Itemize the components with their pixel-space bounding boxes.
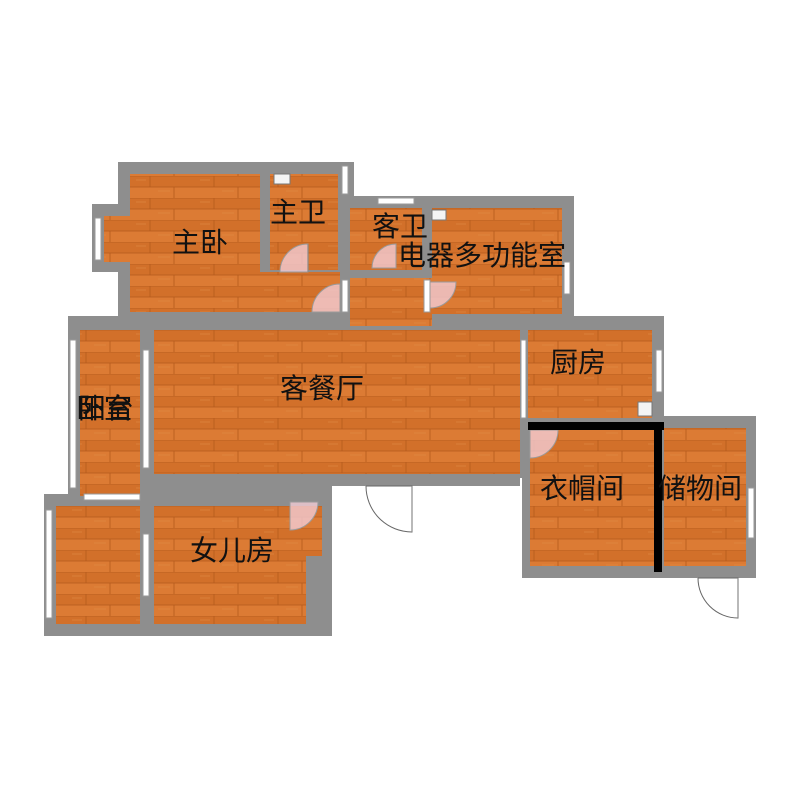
floor-daughter-room [154, 506, 306, 624]
label-cloakroom: 衣帽间 [540, 472, 624, 505]
label-appliance-room: 电器多功能室 [398, 239, 566, 272]
door-cloakroom [529, 429, 559, 459]
doors [279, 243, 739, 619]
room-labels: 主卧 主卫 客卫 电器多功能室 客餐厅 厨房 卧室 阳台 女儿房 衣帽间 储物间 [76, 196, 742, 567]
door-master-bedroom [311, 283, 341, 313]
window-balcony [45, 509, 53, 619]
window-bedroom-left [69, 339, 77, 489]
window-left-bottom [83, 493, 141, 501]
label-daughter-room: 女儿房 [190, 534, 274, 567]
entrance-wall [320, 474, 520, 486]
window-storage [747, 487, 755, 539]
floor-appliance-room [432, 208, 562, 314]
floor-storage [664, 428, 746, 566]
door-daughter [289, 501, 319, 531]
door-appliance [429, 281, 457, 309]
label-master-bath: 主卫 [270, 196, 326, 229]
window-appliance [563, 261, 571, 295]
entrance-notch [332, 478, 522, 638]
floor-master-lower [130, 272, 340, 312]
label-guest-bath: 客卫 [372, 210, 428, 243]
label-kitchen: 厨房 [550, 346, 606, 379]
partition-horizontal [528, 422, 664, 430]
door-storage-ext [697, 577, 739, 619]
partitions [528, 422, 664, 572]
window-daughter-left [142, 533, 150, 597]
label-bedroom-left: 卧室 [76, 392, 132, 425]
partition-vertical [654, 422, 662, 572]
window-master-bay [94, 217, 102, 261]
window-appliance-inner [423, 279, 431, 313]
label-storage: 储物间 [658, 472, 742, 505]
window-kitchen-inner [520, 339, 527, 419]
floors [56, 174, 746, 624]
window-master-inner [341, 279, 349, 313]
door-master-bath [279, 243, 309, 273]
label-balcony: 阳台 [78, 392, 134, 425]
floor-cloakroom [530, 428, 654, 566]
fixture-master-bath [273, 173, 291, 185]
window-guest-bath [377, 197, 415, 205]
floor-passage [350, 278, 432, 326]
door-guest-bath [371, 243, 397, 269]
floor-master-bay [104, 216, 132, 262]
fixture-guest-bath [431, 209, 447, 221]
window-master-bath [341, 165, 349, 195]
label-living-dining: 客餐厅 [280, 372, 364, 405]
windows [45, 165, 755, 619]
floor-living-dining [154, 330, 520, 474]
window-kitchen [655, 349, 663, 393]
label-master-bedroom: 主卧 [172, 226, 228, 259]
floor-bedroom-left [80, 330, 140, 496]
floor-balcony [56, 506, 140, 624]
floor-kitchen [528, 330, 652, 418]
fixture-kitchen [637, 401, 653, 417]
fixtures [273, 173, 653, 417]
window-living-left [142, 349, 150, 469]
